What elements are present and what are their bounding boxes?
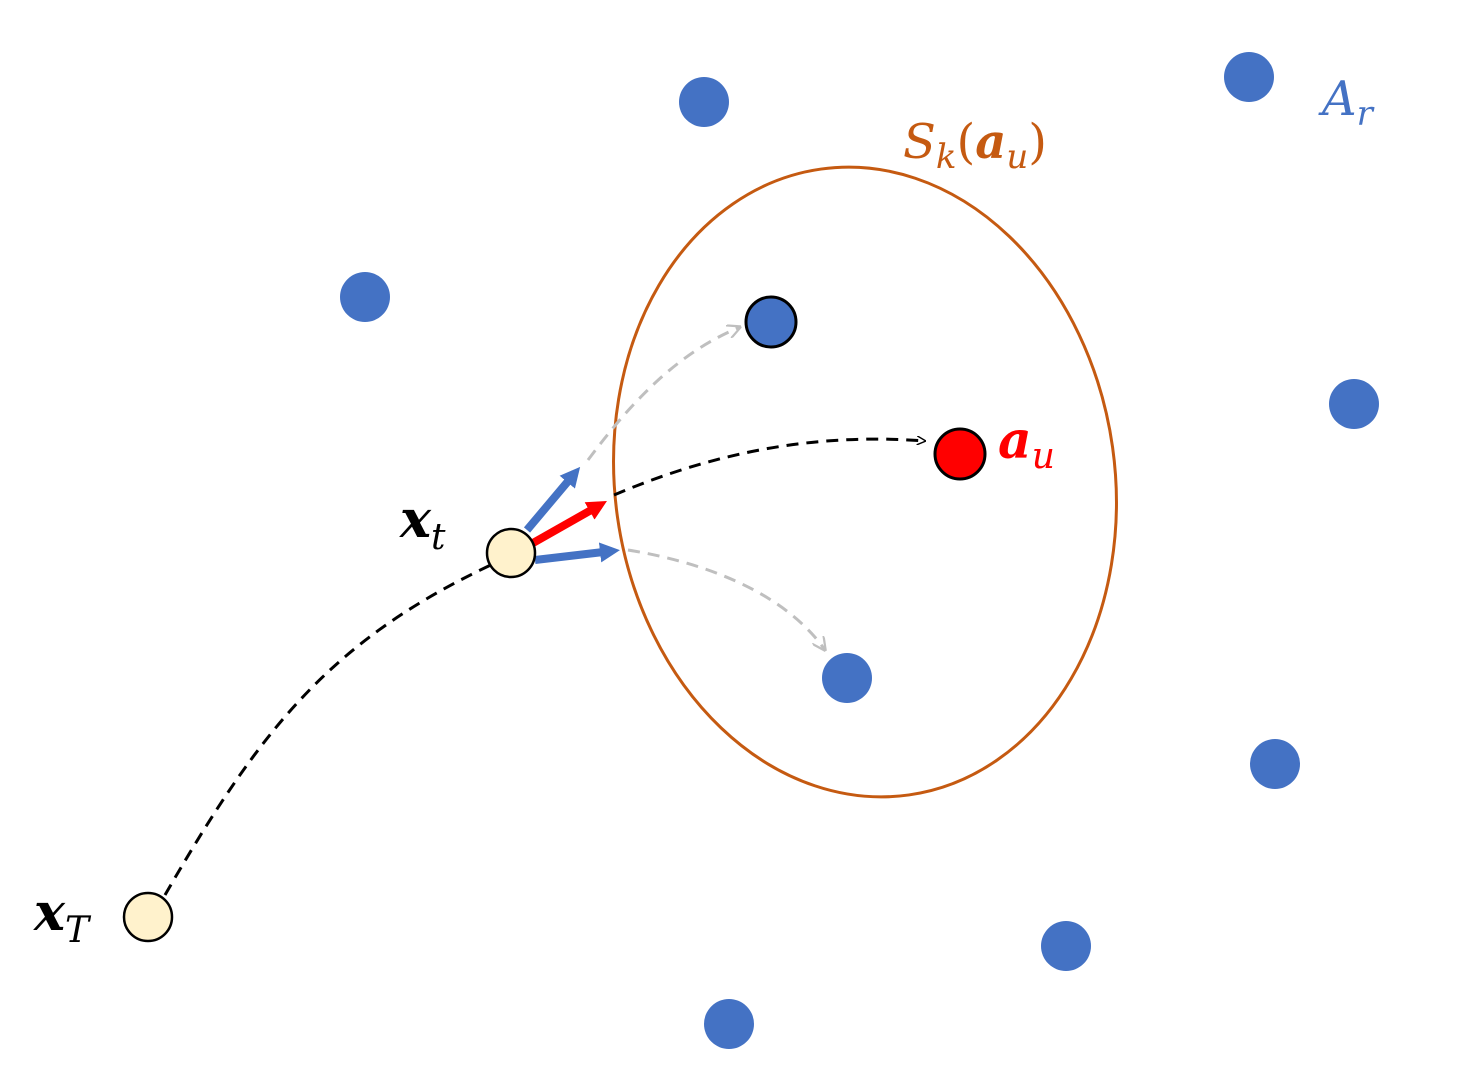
direction-arrow-blue-lower	[534, 542, 620, 564]
anchor-label: au	[998, 410, 1055, 477]
sample-point	[679, 77, 729, 127]
set-label: Ar	[1318, 71, 1375, 134]
anchor-path	[613, 439, 925, 497]
sample-point	[1329, 379, 1379, 429]
sample-point	[1224, 52, 1274, 102]
sample-point-selected	[744, 295, 798, 349]
sample-point	[1250, 739, 1300, 789]
alt-path-lower	[627, 548, 825, 650]
direction-arrow-red	[531, 501, 607, 547]
sample-point	[822, 653, 872, 703]
trajectory-path	[163, 561, 496, 896]
anchor-point	[933, 427, 987, 481]
sample-point	[704, 999, 754, 1049]
sample-point	[1041, 921, 1091, 971]
node-xt	[485, 527, 537, 579]
sample-point	[340, 272, 390, 322]
direction-arrow-blue-upper	[523, 466, 581, 533]
node-xT	[122, 891, 174, 943]
alt-path-upper	[586, 327, 740, 461]
xt-label: xt	[399, 489, 446, 558]
xT-label: xT	[33, 882, 92, 951]
neighborhood-label: Sk(au)	[903, 114, 1047, 177]
neighborhood-ellipse	[612, 165, 1118, 799]
